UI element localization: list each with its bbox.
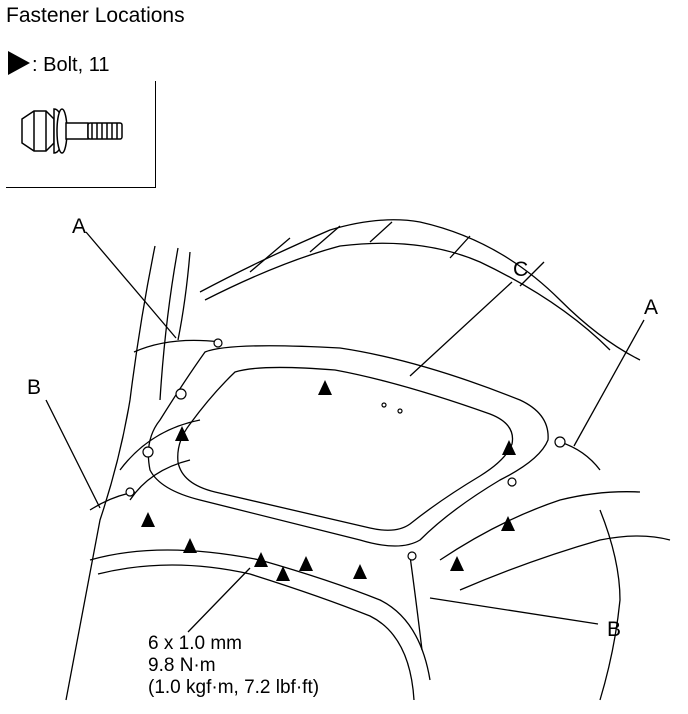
leader-b-left <box>45 399 101 509</box>
bolt-markers <box>141 380 516 581</box>
drain-hose-right-rear <box>409 555 423 651</box>
drain-hose-left-front <box>133 339 221 353</box>
torque-alt: (1.0 kgf·m, 7.2 lbf·ft) <box>148 677 320 698</box>
legend: : Bolt, 11 <box>8 51 109 78</box>
bolt-marker <box>299 556 313 571</box>
bolt-marker <box>502 440 516 455</box>
callout-a-right: A <box>644 296 659 319</box>
left-pillar-inner-line <box>159 247 179 401</box>
callout-c: C <box>513 258 529 281</box>
torque-nm: 9.8 N·m <box>148 655 216 676</box>
bolt-marker <box>141 512 155 527</box>
leader-b-right <box>429 597 599 625</box>
bolt-marker <box>183 538 197 553</box>
bolt-marker <box>175 426 189 441</box>
black-triangle-icon <box>8 51 30 75</box>
bolt-size: 6 x 1.0 mm <box>148 633 242 654</box>
bolt-illustration <box>21 108 123 154</box>
bolt-marker <box>501 516 515 531</box>
leader-a-right <box>573 319 645 447</box>
bolt-illustration-box <box>6 81 156 188</box>
bolt-marker <box>318 380 332 395</box>
callout-a-left: A <box>72 215 87 238</box>
drain-hose-right-front <box>559 441 601 471</box>
bolt-marker <box>276 566 290 581</box>
torque-spec: 6 x 1.0 mm 9.8 N·m (1.0 kgf·m, 7.2 lbf·f… <box>148 633 319 699</box>
legend-label: : Bolt, 11 <box>32 54 110 76</box>
callout-b-right: B <box>607 618 622 641</box>
leader-c <box>409 281 513 377</box>
page-title: Fastener Locations <box>6 4 185 27</box>
lower-body-line <box>89 549 431 681</box>
bolt-marker <box>353 564 367 579</box>
sunroof-opening <box>177 366 514 531</box>
bolt-marker <box>450 556 464 571</box>
bolt-marker <box>254 552 268 567</box>
left-pillar-line <box>65 245 156 701</box>
leader-spec <box>187 567 251 633</box>
sunroof-frame-outer <box>147 345 549 547</box>
leader-a-left <box>85 231 177 339</box>
callout-b-left: B <box>27 376 42 399</box>
roof-rear-edge <box>199 219 641 361</box>
